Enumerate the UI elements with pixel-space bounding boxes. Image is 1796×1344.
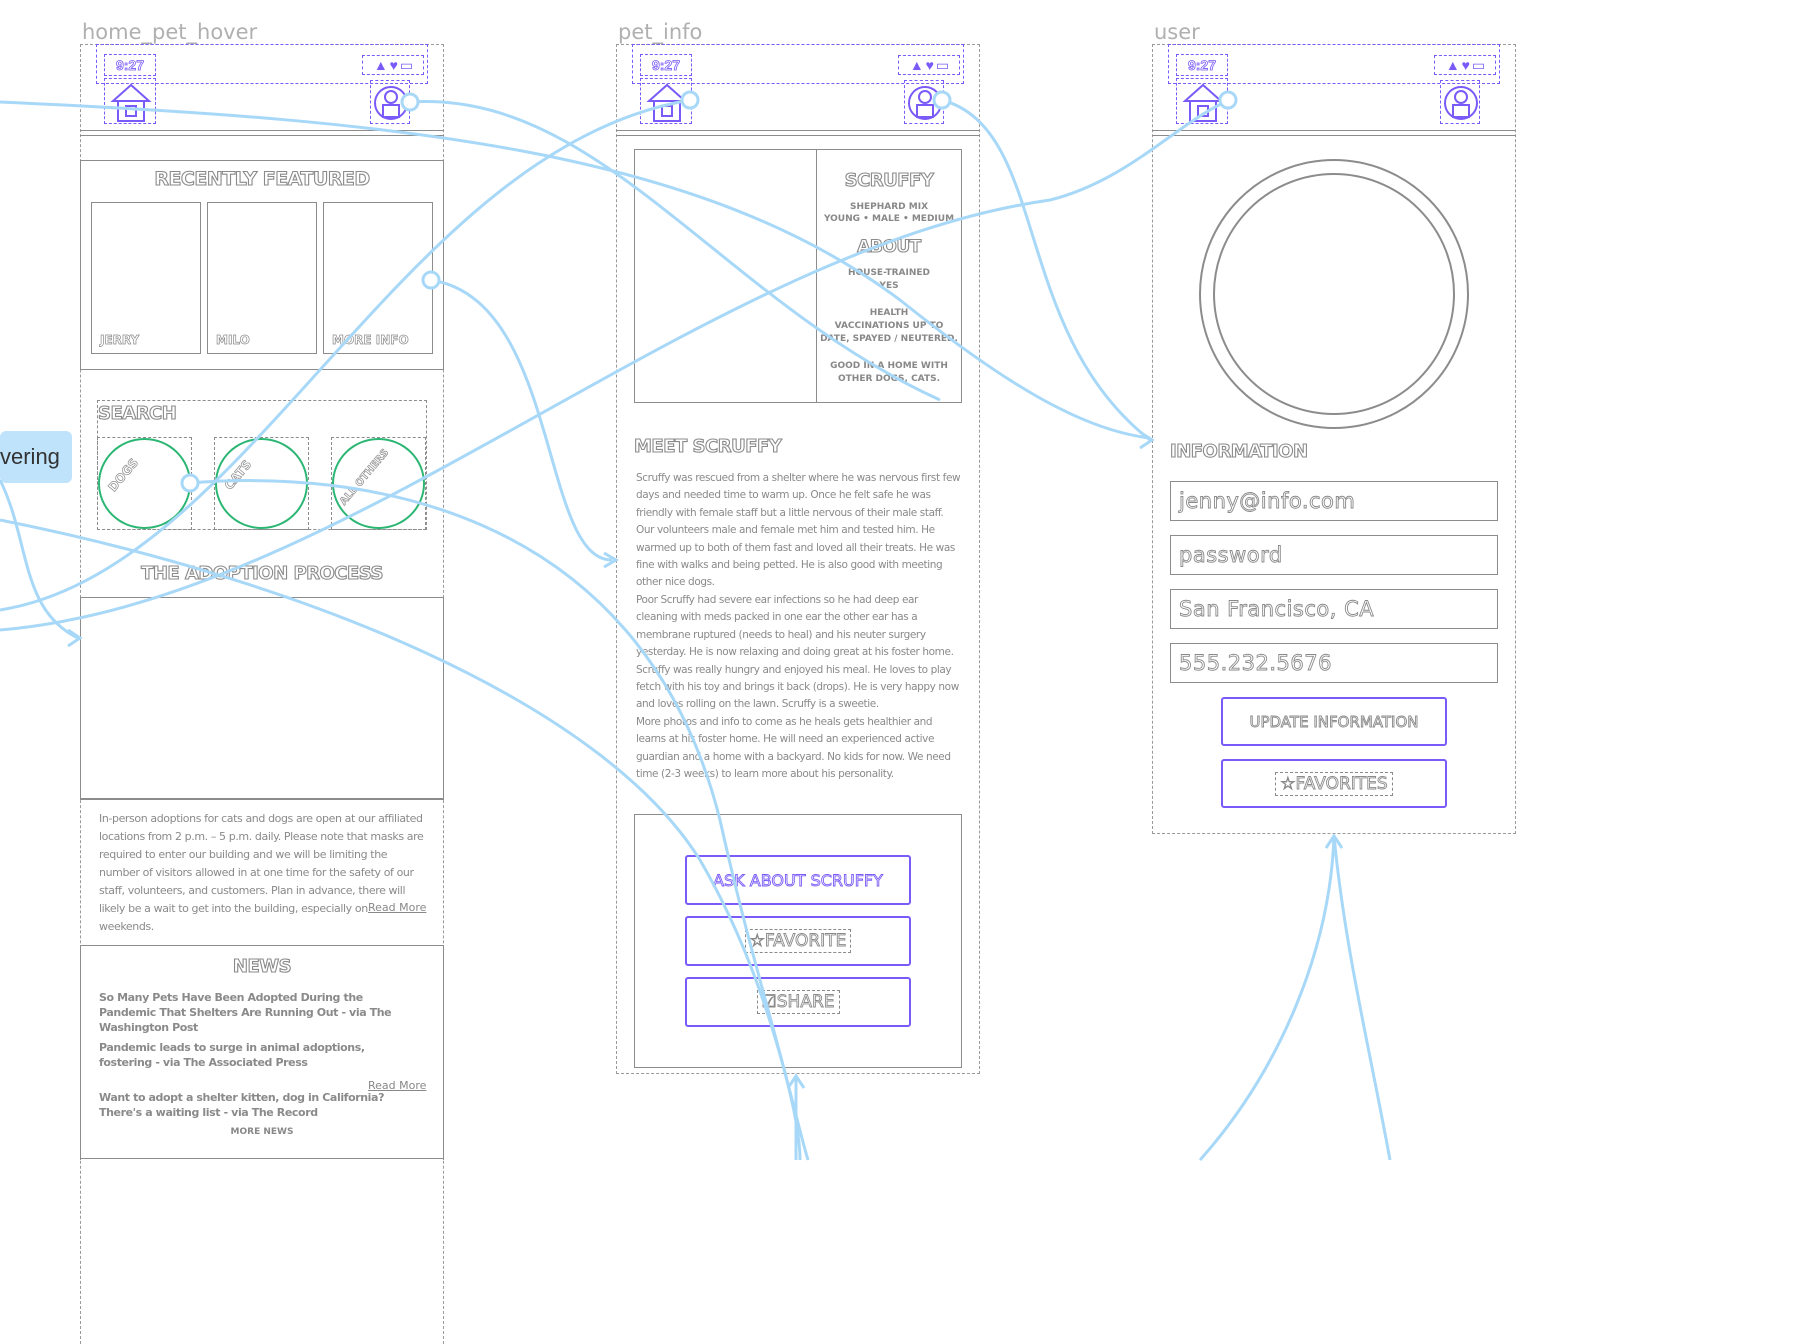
pet-photo: [634, 149, 817, 403]
good-with: GOOD IN A HOME WITH OTHER DOGS, CATS.: [830, 361, 948, 384]
share-button[interactable]: ☑SHARE: [685, 977, 911, 1027]
frame-label-user: user: [1154, 20, 1200, 44]
home-nav-icon[interactable]: [1176, 78, 1228, 124]
recently-featured-heading: RECENTLY FEATURED: [154, 167, 371, 190]
user-nav-icon[interactable]: [370, 80, 410, 124]
pet-card-jerry[interactable]: JERRY: [91, 202, 201, 354]
pet-card-more-info[interactable]: MORE INFO: [323, 202, 433, 354]
pet-story: More photos and info to come as he heals…: [636, 716, 951, 781]
connection-wire: [1332, 835, 1392, 1161]
pet-card-milo[interactable]: MILO: [207, 202, 317, 354]
pet-card-name: JERRY: [100, 333, 140, 348]
home-nav-icon[interactable]: [640, 78, 692, 124]
pet-breed: SHEPHARD MIX: [849, 202, 929, 212]
connection-wire: [0, 479, 79, 640]
favorite-button[interactable]: ☆FAVORITE: [685, 916, 911, 966]
status-time: 9:27: [104, 54, 156, 76]
frame-label-pet: pet_info: [618, 20, 703, 44]
house-icon: [1182, 83, 1224, 122]
email-field[interactable]: jenny@info.com: [1170, 481, 1498, 521]
category-cats[interactable]: CATS: [214, 437, 309, 530]
news-item[interactable]: Pandemic leads to surge in animal adopti…: [99, 1041, 365, 1069]
pet-name: SCRUFFY: [844, 169, 934, 191]
header-divider: [1152, 130, 1516, 131]
ask-about-button[interactable]: ASK ABOUT SCRUFFY: [685, 855, 911, 905]
frame-label-home: home_pet_hover: [82, 20, 258, 44]
information-heading: INFORMATION: [1169, 440, 1308, 462]
user-icon: [908, 86, 942, 120]
status-time: 9:27: [640, 54, 692, 76]
news-item[interactable]: Want to adopt a shelter kitten, dog in C…: [99, 1091, 385, 1119]
status-bar: [96, 44, 428, 84]
header-divider-2: [616, 135, 980, 136]
update-label: UPDATE INFORMATION: [1249, 712, 1419, 731]
arrowhead: [1324, 833, 1344, 849]
status-bar: [632, 44, 964, 84]
home-nav-icon[interactable]: [104, 78, 156, 124]
user-nav-icon[interactable]: [1440, 80, 1480, 124]
header-divider-2: [1152, 135, 1516, 136]
phone-field[interactable]: 555.232.5676: [1170, 643, 1498, 683]
adoption-process-heading: THE ADOPTION PROCESS: [141, 562, 384, 584]
house-trained-label: HOUSE-TRAINED: [847, 268, 931, 278]
header-divider-2: [80, 135, 444, 136]
system-icons: ▲ ♥ ▭: [362, 55, 424, 75]
status-bar: [1168, 44, 1500, 84]
location-field[interactable]: San Francisco, CA: [1170, 589, 1498, 629]
header-divider: [616, 130, 980, 131]
status-time: 9:27: [1176, 54, 1228, 76]
about-heading: ABOUT: [857, 236, 922, 257]
favorites-label: ☆FAVORITES: [1275, 771, 1393, 796]
arrowhead: [67, 628, 83, 648]
system-icons: ▲ ♥ ▭: [1434, 55, 1496, 75]
category-all-others[interactable]: ALL OTHERS: [331, 437, 426, 530]
arrowhead: [1139, 430, 1155, 450]
adoption-image: [80, 597, 444, 799]
password-field[interactable]: password: [1170, 535, 1498, 575]
house-icon: [646, 83, 688, 122]
connection-wire: [430, 278, 613, 562]
arrowhead: [786, 1073, 806, 1089]
pet-traits: YOUNG • MALE • MEDIUM: [823, 214, 955, 224]
avatar: [1199, 159, 1469, 429]
house-trained-value: YES: [879, 281, 899, 291]
hover-tooltip: vering: [0, 431, 72, 483]
news-item[interactable]: So Many Pets Have Been Adopted During th…: [99, 991, 392, 1034]
news-heading: NEWS: [232, 955, 292, 977]
pet-story: Scruffy was rescued from a shelter where…: [636, 472, 961, 589]
user-icon: [374, 86, 408, 120]
pet-card-name: MORE INFO: [332, 333, 409, 348]
meet-heading: MEET SCRUFFY: [633, 435, 782, 457]
header-divider: [80, 130, 444, 131]
more-news-link[interactable]: MORE NEWS: [230, 1127, 294, 1137]
divider: [80, 799, 444, 800]
arrowhead: [603, 551, 619, 569]
user-icon: [1444, 86, 1478, 120]
pet-card-name: MILO: [216, 333, 251, 348]
user-nav-icon[interactable]: [904, 80, 944, 124]
search-heading: SEARCH: [97, 402, 177, 424]
update-information-button[interactable]: UPDATE INFORMATION: [1221, 697, 1447, 746]
favorites-button[interactable]: ☆FAVORITES: [1221, 759, 1447, 808]
divider: [80, 1158, 444, 1159]
house-icon: [110, 83, 152, 122]
share-label: ☑SHARE: [756, 990, 840, 1014]
connection-wire: [1198, 835, 1336, 1161]
adoption-read-more-link[interactable]: Read More: [368, 901, 427, 914]
favorite-label: ☆FAVORITE: [744, 929, 852, 953]
health-label: HEALTH: [869, 308, 909, 318]
pet-story: Poor Scruffy had severe ear infections s…: [636, 594, 959, 711]
system-icons: ▲ ♥ ▭: [898, 55, 960, 75]
health-value: VACCINATIONS UP TO DATE, SPAYED / NEUTER…: [820, 321, 958, 344]
category-dogs[interactable]: DOGS: [97, 437, 192, 530]
